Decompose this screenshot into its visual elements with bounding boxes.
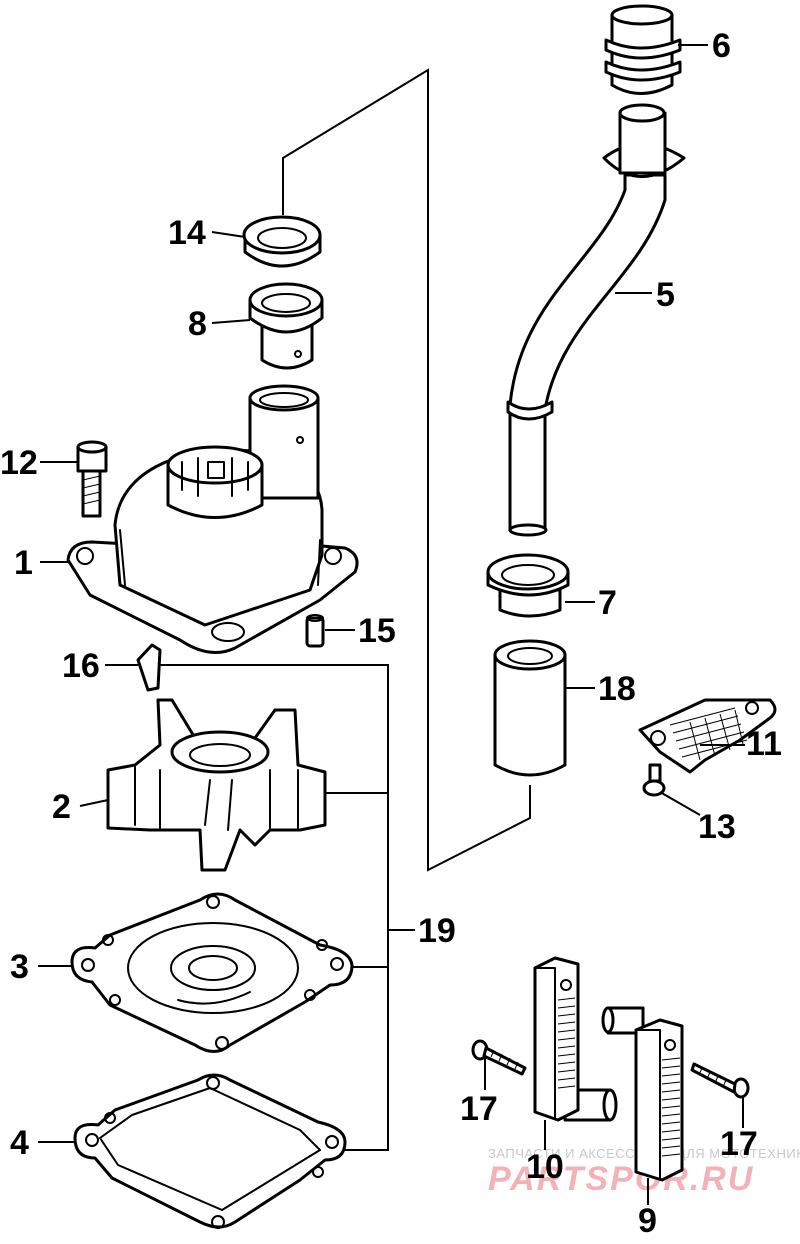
gasket-part-4 xyxy=(73,1073,347,1229)
grommet-part-6 xyxy=(604,4,682,95)
callout-6: 6 xyxy=(712,27,731,65)
callout-2: 2 xyxy=(52,788,71,826)
callout-19: 19 xyxy=(418,912,456,950)
callout-5: 5 xyxy=(656,276,675,314)
leader-lines xyxy=(38,44,745,1205)
collar-part-7 xyxy=(486,553,570,618)
bolt-part-12 xyxy=(76,440,108,518)
callout-4: 4 xyxy=(10,1124,29,1162)
dowel-pin-part-15 xyxy=(305,614,325,648)
callout-8: 8 xyxy=(188,305,207,343)
pump-housing-part-1 xyxy=(66,384,359,654)
callout-labels: 6 5 14 8 12 1 15 16 2 3 4 7 18 11 13 19 … xyxy=(0,27,782,1240)
callout-13: 13 xyxy=(698,808,736,846)
callout-16: 16 xyxy=(62,647,100,685)
water-tube-part-5 xyxy=(506,103,686,537)
callout-11: 11 xyxy=(746,725,782,763)
bracket-part-9 xyxy=(601,1006,684,1182)
callout-18: 18 xyxy=(598,670,636,708)
screw-part-13 xyxy=(642,763,666,797)
screw-part-17-right xyxy=(690,1062,750,1099)
callout-14: 14 xyxy=(168,214,206,252)
wear-plate-part-3 xyxy=(70,892,354,1053)
callout-12: 12 xyxy=(0,444,38,482)
watermark-brand: PARTSPOR.RU xyxy=(488,1160,754,1198)
callout-10: 10 xyxy=(526,1148,564,1186)
key-part-16 xyxy=(136,643,162,692)
callout-17-right: 17 xyxy=(720,1125,758,1163)
callout-1: 1 xyxy=(14,544,33,582)
plate-part-11 xyxy=(638,698,777,774)
callout-17-left: 17 xyxy=(460,1090,498,1128)
callout-9: 9 xyxy=(638,1202,657,1239)
watermark: ЗАПЧАСТИ И АКСЕССУАРЫ ДЛЯ МОТОТЕХНИКИ PA… xyxy=(488,1146,800,1198)
screw-part-17-left xyxy=(471,1039,527,1076)
bracket-part-10 xyxy=(533,956,618,1122)
callout-15: 15 xyxy=(358,612,396,650)
assembly-bracket-lines xyxy=(282,68,531,872)
callout-7: 7 xyxy=(598,584,617,622)
bushing-part-8 xyxy=(248,282,324,370)
sleeve-part-18 xyxy=(493,639,567,777)
impeller-part-2 xyxy=(106,698,327,872)
seal-ring-part-14 xyxy=(242,215,322,268)
callout-3: 3 xyxy=(10,948,29,986)
